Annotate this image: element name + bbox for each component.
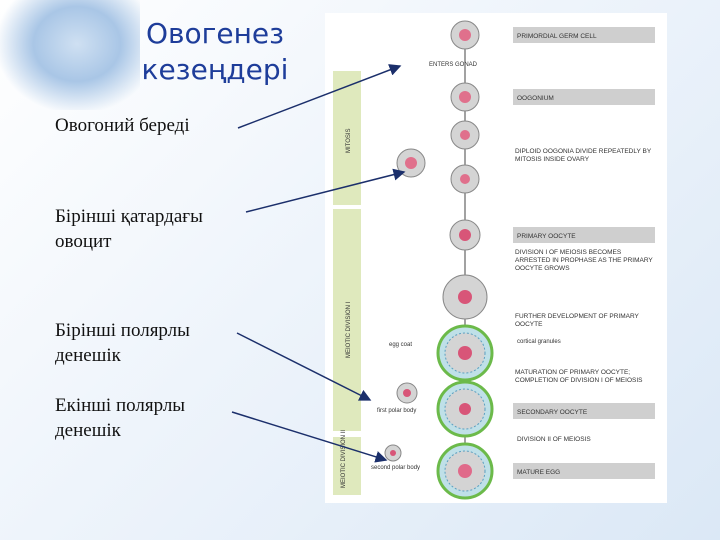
stage-secondary-oocyte: SECONDARY OOCYTE <box>517 409 588 416</box>
label-second-polar-body: Екінші полярлы денешік <box>55 395 186 441</box>
note-division-2: DIVISION II OF MEIOSIS <box>517 436 591 443</box>
note-mitosis: DIPLOID OOGONIA DIVIDE REPEATEDLY BY MIT… <box>515 148 652 163</box>
note-enters-gonad: ENTERS GONAD <box>429 62 478 68</box>
stage-mature-egg: MATURE EGG <box>517 469 560 476</box>
note-further: FURTHER DEVELOPMENT OF PRIMARY OOCYTE <box>515 313 639 328</box>
stage-bar-secondary <box>513 403 655 419</box>
label-oogonium: Овогоний береді <box>55 115 190 136</box>
label-egg-coat: egg coat <box>389 342 412 348</box>
primary-oocyte-cell <box>449 219 481 251</box>
phase-bar-meiosis-2 <box>333 437 361 495</box>
dividing-oogonium-cell <box>450 120 480 150</box>
side-oogonium-cell <box>396 148 426 178</box>
stage-primary-oocyte: PRIMARY OOCYTE <box>517 233 576 240</box>
stage-bar-primordial <box>513 27 655 43</box>
oogenesis-figure: MITOSIS MEIOTIC DIVISION I MEIOTIC DIVIS… <box>325 13 667 503</box>
oogonium-cell <box>450 82 480 112</box>
developing-oocyte-cell <box>436 324 494 382</box>
first-polar-body-cell <box>396 382 418 404</box>
primordial-germ-cell <box>450 20 480 50</box>
stage-bar-primary <box>513 227 655 243</box>
phase-meiosis-1: MEIOTIC DIVISION I <box>346 301 352 358</box>
phase-mitosis: MITOSIS <box>346 128 352 153</box>
second-polar-body-cell <box>384 444 402 462</box>
surgeon-photo <box>0 0 140 110</box>
mature-egg-cell <box>436 442 494 500</box>
label-first-polar-body-small: first polar body <box>377 408 416 414</box>
note-arrest: DIVISION I OF MEIOSIS BECOMES ARRESTED I… <box>515 249 653 272</box>
label-second-polar-body-small: second polar body <box>371 465 420 471</box>
growing-primary-oocyte-cell <box>442 274 488 320</box>
stage-oogonium: OOGONIUM <box>517 95 554 102</box>
label-primary-oocyte: Бірінші қатардағы овоцит <box>55 206 203 252</box>
label-cortical-granules: cortical granules <box>517 339 561 345</box>
phase-meiosis-2: MEIOTIC DIVISION II <box>341 430 347 488</box>
label-first-polar-body: Бірінші полярлы денешік <box>55 320 190 366</box>
stage-bar-mature <box>513 463 655 479</box>
secondary-oocyte-cell <box>436 380 494 438</box>
note-maturation: MATURATION OF PRIMARY OOCYTE; COMPLETION… <box>515 369 643 384</box>
stage-primordial: PRIMORDIAL GERM CELL <box>517 33 597 40</box>
slide-title: Овогенез кезеңдері <box>141 17 289 86</box>
oogonium-cell-2 <box>450 164 480 194</box>
stage-bar-oogonium <box>513 89 655 105</box>
